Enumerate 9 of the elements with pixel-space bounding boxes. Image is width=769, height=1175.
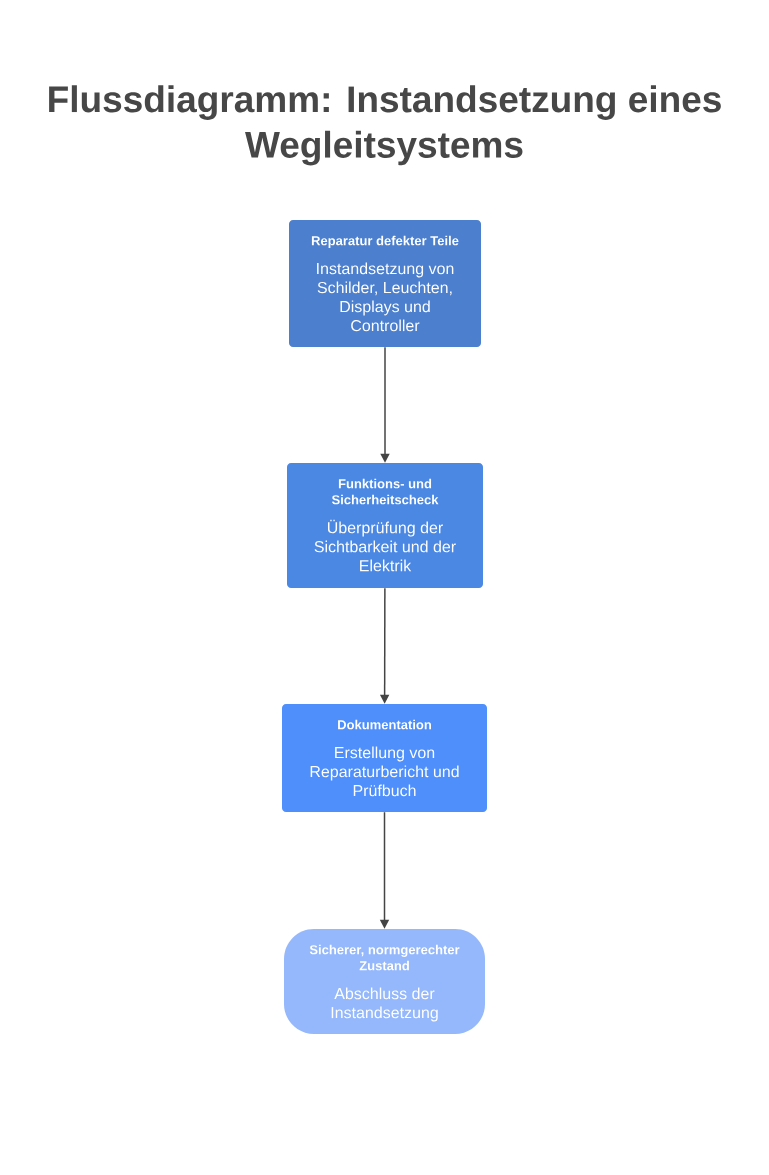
box-text: Instandsetzung von Schilder, Leuchten, Displays und Controller	[317, 262, 454, 332]
box-text: Abschluss der Instandsetzung	[331, 987, 438, 1022]
box-heading: Dokumentation	[338, 719, 431, 730]
box-text: Erstellung von Reparaturbericht und Prüfbuch	[310, 746, 459, 797]
box-heading: Sicherer, normgerechter Zustand	[309, 944, 460, 971]
box-text: Überprüfung der Sichtbarkeit und der Elektrik	[314, 519, 456, 572]
title: Flussdiagramm: Instandsetzung eines Wegleitsystems	[49, 85, 721, 166]
box-heading: Funktions- und Sicherheitscheck	[331, 478, 439, 505]
box-heading: Reparatur defekter Teile	[311, 235, 459, 248]
